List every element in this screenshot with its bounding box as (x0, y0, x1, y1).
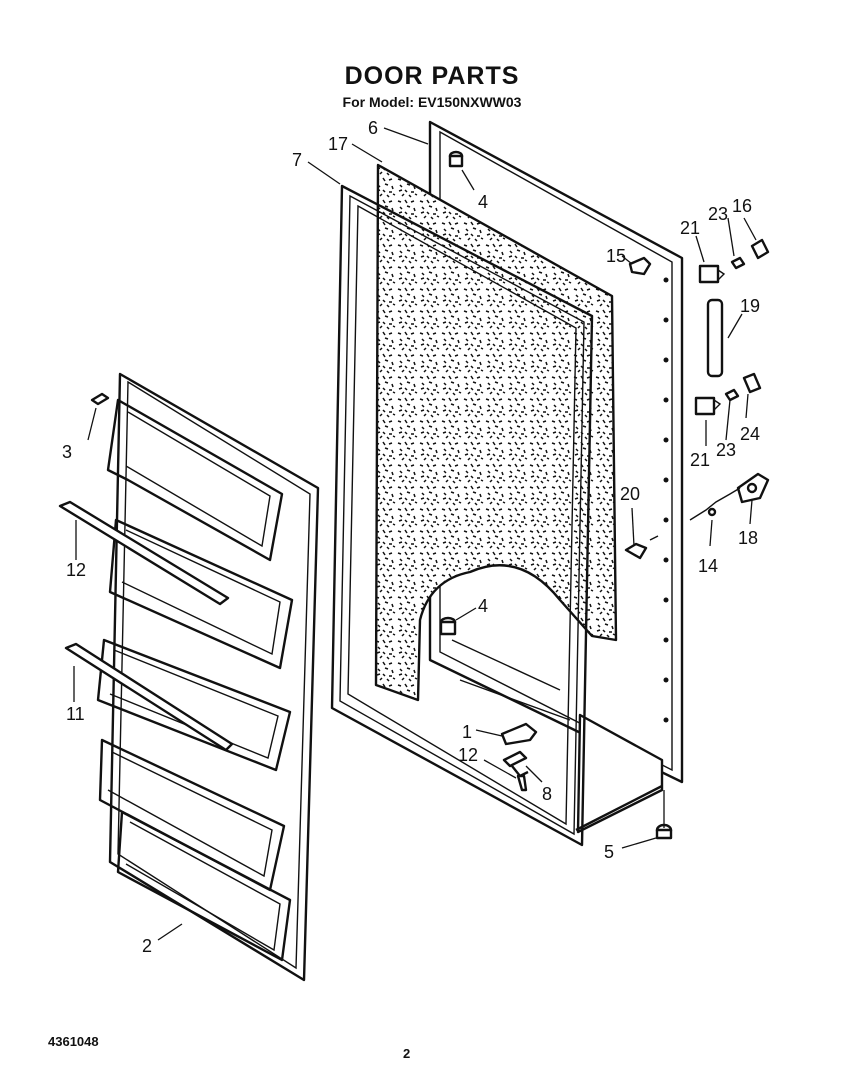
screw-part-3 (90, 392, 110, 406)
hinge-part-21-bottom (694, 396, 722, 416)
document-number: 4361048 (48, 1034, 99, 1049)
cable-part-17 (689, 487, 741, 521)
diagram-title: DOOR PARTS (344, 62, 520, 90)
screw-part-23-bottom (724, 388, 740, 402)
callout-21-bottom: 21 (690, 450, 710, 470)
callout-18: 19 (740, 296, 760, 316)
screw-part-23-top (730, 256, 746, 270)
cap-part-4-bottom (439, 616, 457, 636)
foot-part-5 (655, 823, 673, 840)
callout-10: 17 (328, 134, 348, 154)
callout-4-top: 4 (478, 192, 488, 212)
hinge-holes (663, 277, 669, 723)
callout-3: 3 (62, 442, 72, 462)
foam-insulation (374, 163, 618, 702)
callout-15: 16 (732, 196, 752, 216)
callout-12-text: 12 (458, 745, 479, 765)
model-subtitle: For Model: EV150NXWW03 (342, 94, 522, 110)
cap-part-4-top (448, 150, 464, 168)
callout-4-bottom: 4 (478, 596, 488, 616)
hinge-part-21-top (698, 264, 726, 284)
callout-2: 2 (142, 936, 152, 956)
page-number: 2 (403, 1046, 411, 1061)
lock-part-20 (736, 472, 770, 504)
spring-part-8 (502, 750, 529, 778)
clip-part-15 (750, 238, 770, 260)
callout-6: 6 (368, 118, 378, 138)
screw-part-12 (516, 774, 528, 792)
callout-11: 11 (66, 704, 85, 724)
callout-19: 20 (620, 484, 640, 504)
callout-23-bottom: 23 (716, 440, 736, 460)
callout-23-top: 23 (708, 204, 728, 224)
callout-8: 8 (542, 784, 552, 804)
callout-16: 12 (66, 560, 86, 580)
callout-5: 5 (604, 842, 614, 862)
bracket-part-1 (500, 722, 538, 746)
door-liner (96, 372, 320, 982)
callout-14: 15 (606, 246, 626, 266)
door-gasket (330, 184, 594, 847)
callout-21-top: 21 (680, 218, 700, 238)
callout-20: 18 (738, 528, 758, 548)
callout-24: 24 (740, 424, 760, 444)
handle-part-18 (706, 298, 724, 378)
shelf-rail-16 (58, 500, 230, 606)
bracket-part-14 (628, 256, 652, 276)
callout-labels: 6 17 7 4 15 21 23 16 19 21 23 24 20 18 1… (62, 118, 760, 956)
callout-17: 14 (698, 556, 718, 576)
strike-part-19 (624, 535, 659, 560)
plate-part-24 (742, 372, 762, 394)
callout-7: 7 (292, 150, 302, 170)
callout-1: 1 (462, 722, 472, 742)
shelf-rail-11 (64, 642, 234, 752)
leader-lines (73, 127, 757, 941)
